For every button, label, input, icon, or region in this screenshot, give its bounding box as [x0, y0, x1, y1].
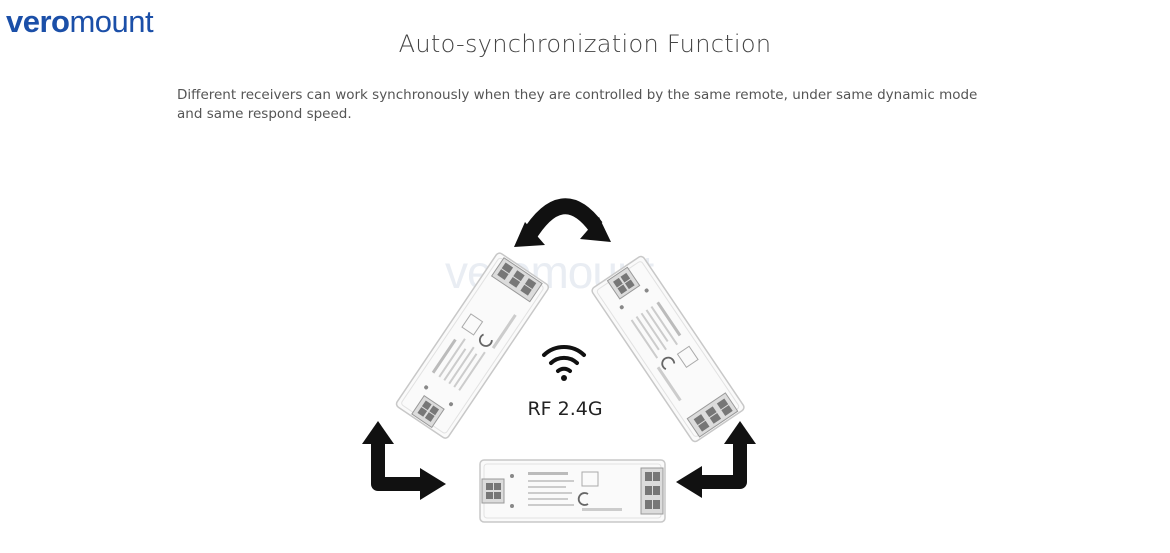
sync-diagram: veromount — [362, 198, 756, 523]
receiver-bottom — [479, 459, 666, 523]
wifi-icon — [542, 345, 586, 381]
sync-arrow-right — [676, 421, 756, 498]
rf-label: RF 2.4G — [527, 398, 603, 420]
sync-arrow-left — [362, 421, 446, 500]
description-text: Different receivers can work synchronous… — [177, 87, 978, 122]
sync-arrow-top — [514, 198, 611, 247]
page-title: Auto-synchronization Function — [398, 30, 772, 58]
brand-logo-prefix: vero — [6, 4, 70, 39]
brand-logo: veromount — [6, 2, 154, 42]
brand-logo-suffix: mount — [69, 4, 154, 39]
